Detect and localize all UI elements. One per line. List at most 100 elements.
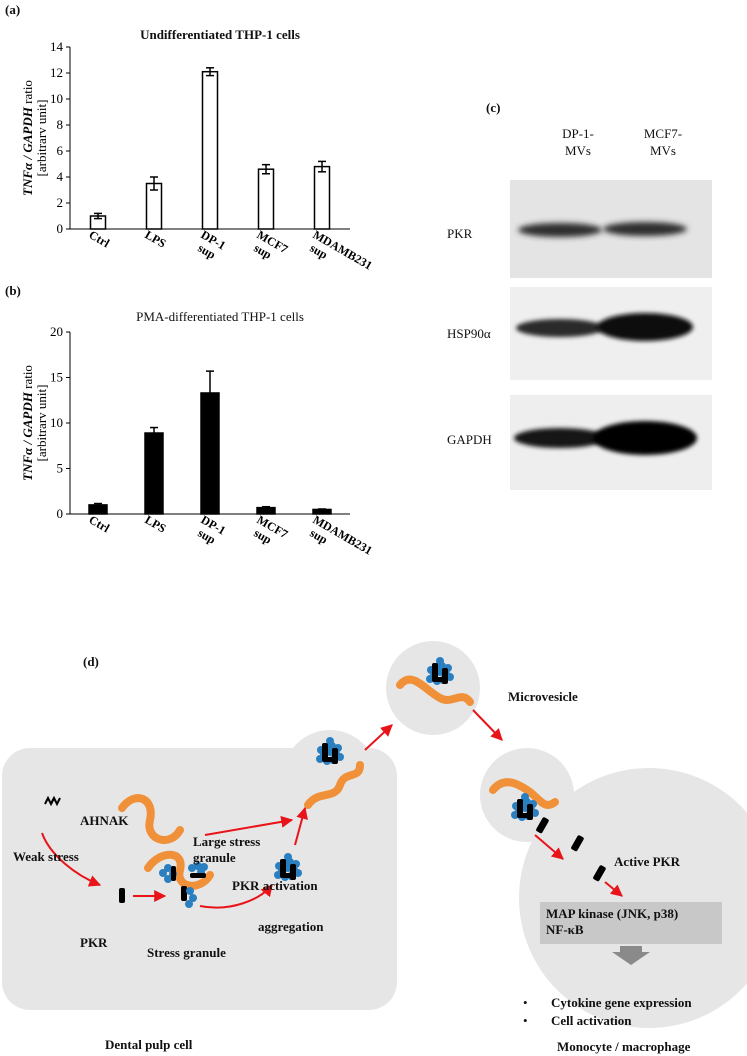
stress-granule-small-3 [181,886,197,908]
arrow-pkr-to-mapk [604,881,623,897]
label-ahnak: AHNAK [80,813,129,828]
label-large-sg-line2: granule [193,850,236,865]
blot-col-dp1: DP-1- MVs [548,125,608,159]
panel-label-d: (d) [83,654,99,669]
chart-a-ytick-label: 8 [57,117,64,132]
arrow-granule-up [294,806,308,846]
blot-col-mcf7: MCF7- MVs [628,125,698,159]
label-map-kinase: MAP kinase (JNK, p38) [546,906,679,921]
chart-a-ylabel-line2: [arbitrarv unit] [34,100,49,177]
ahnak-in-microvesicle [396,675,474,706]
chart-a-ytick-label: 10 [50,91,63,106]
chart-b-bar [88,504,108,515]
chart-a-ytick-label: 2 [57,195,64,210]
ahnak-in-vesicle-3 [489,778,559,809]
label-pkr: PKR [80,935,108,950]
chart-b-ytick-label: 0 [57,506,64,521]
label-active-pkr: Active PKR [614,854,681,869]
arrow-to-microvesicle [364,724,393,751]
label-aggregation: aggregation [258,919,324,934]
chart-b-bar [256,506,276,515]
blot-col-dp1-line2: MVs [564,143,591,158]
western-blot [510,180,712,490]
chart-a-ytick-label: 14 [50,40,64,54]
band-pkr-mcf7 [603,222,687,236]
arrow-to-monocyte-vesicle [472,709,503,741]
map-kinase-box [540,902,722,944]
chart-b-bar [312,508,332,515]
band-hsp90-dp1 [516,319,604,337]
chart-b-category-label: LPS [143,512,169,535]
band-gapdh-dp1 [514,428,606,448]
chart-a-category-label: MDAMB231sup [304,227,375,280]
label-stress-granule: Stress granule [147,945,226,960]
outcome-item-2: •Cell activation [523,1013,632,1028]
chart-a-title: Undifferentiated THP-1 cells [140,27,300,42]
ahnak-strand-2 [144,850,214,890]
chart-a-ytick-label: 6 [57,143,64,158]
label-large-stress-granule: Large stress granule [193,834,260,866]
chart-b-ytick-label: 20 [50,325,63,339]
microvesicle [386,641,480,735]
chart-b-category-label: MDAMB231sup [304,512,375,568]
chart-b-ylabel-line1: TNFα / GAPDH ratio [20,365,35,481]
ahnak-in-vesicle-1 [304,761,364,809]
chart-a-bar [201,70,219,230]
panel-label-c: (c) [486,100,501,115]
chart-b-bar [200,392,220,515]
chart-a-ytick-label: 0 [57,221,64,236]
label-weak-stress: Weak stress [13,849,79,864]
band-gapdh-mcf7 [593,421,697,455]
ahnak-strand-1 [118,794,184,844]
arrow-stress-to-pkr [41,832,102,887]
band-pkr-dp1 [518,223,602,237]
label-nfkb: NF-κB [546,922,584,937]
chart-a-ylabel-line1: TNFα / GAPDH ratio [20,80,35,196]
weak-stress-icon-2 [50,795,61,807]
arrow-ahnak-to-vesicle [204,815,294,836]
chart-b-bar [144,432,164,515]
map-kinase-text: MAP kinase (JNK, p38) NF-κB [546,906,678,938]
blot-row-gapdh: GAPDH [447,432,492,447]
active-pkr-mark-3 [593,865,606,882]
chart-b-ytick-label: 10 [50,415,63,430]
blot-col-mcf7-line1: MCF7- [643,126,683,141]
chart-a-category-label: Ctrl [87,227,113,250]
chart-a-bar [257,168,275,230]
label-dental-pulp: Dental pulp cell [105,1037,193,1052]
panel-label-b: (b) [5,283,21,298]
band-hsp90-mcf7 [597,313,693,341]
chart-a-ytick-label: 12 [50,65,63,80]
chart-a-bar [313,165,331,230]
mechanism-diagram [2,641,747,1028]
chart-b-category-label: Ctrl [87,512,113,535]
blot-row-pkr: PKR [447,226,473,241]
pkr-monomer [119,888,125,903]
blot-col-dp1-line1: DP-1- [562,126,594,141]
label-pkr-activation: PKR activation [232,878,318,893]
chart-b-category-label: MCF7sup [248,512,290,552]
chart-b-ylabel-line2: [arbitrarv unit] [34,385,49,462]
outcome-item-1: •Cytokine gene expression [523,995,692,1010]
blot-row-hsp90: HSP90α [447,326,491,341]
outcome-list: •Cytokine gene expression •Cell activati… [523,994,692,1030]
chart-a-category-label: LPS [143,227,169,250]
arrow-release-pkr [534,834,564,860]
stress-granule-small-1 [159,864,177,883]
label-cell-activation: Cell activation [551,1013,632,1028]
gray-down-arrow [612,946,650,965]
active-pkr-mark-2 [571,835,584,852]
panel-label-a: (a) [5,2,21,17]
stress-granule-small-2 [188,862,208,878]
label-large-sg-line1: Large stress [193,834,261,849]
arrow-aggregation [199,884,273,909]
chart-b-ytick-label: 15 [50,370,63,385]
blot-col-mcf7-line2: MVs [649,143,676,158]
label-microvesicle: Microvesicle [508,689,578,704]
chart-a-category-label: DP-1sup [192,227,228,263]
monocyte-cell [519,768,747,1028]
active-pkr-mark-1 [536,817,549,834]
label-monocyte: Monocyte / macrophage [557,1039,691,1054]
